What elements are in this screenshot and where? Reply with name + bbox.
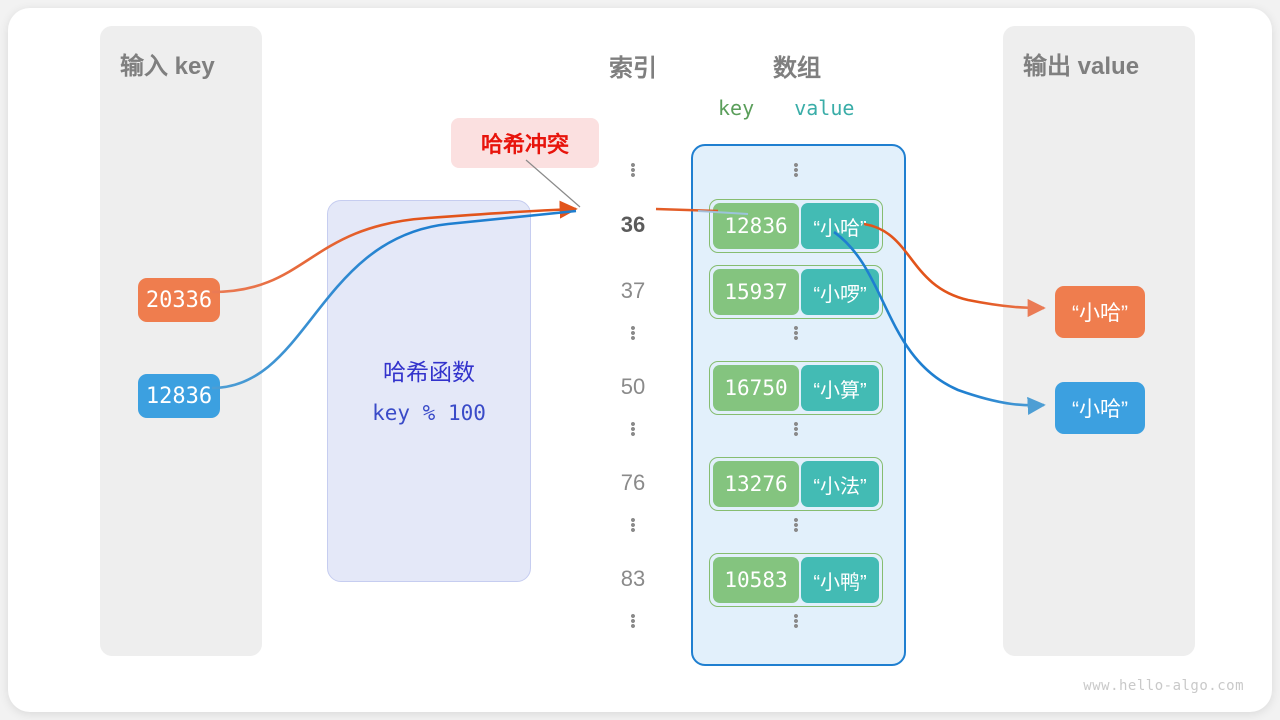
index-label-36: 36 <box>620 212 646 237</box>
array-ellipsis-4: ••• <box>793 608 799 635</box>
index-ellipsis-2: ••• <box>630 416 636 443</box>
bucket-37-key: 15937 <box>713 269 799 315</box>
bucket-76-key: 13276 <box>713 461 799 507</box>
wire-output-blue <box>833 230 1046 415</box>
array-column-header: 数组 <box>773 55 821 82</box>
bucket-76-value: “小法” <box>801 461 879 507</box>
input-key-chip-0[interactable]: 20336 <box>138 278 220 322</box>
array-ellipsis-1: ••• <box>793 320 799 347</box>
wire-input-blue <box>211 209 577 390</box>
connector-wires <box>211 159 1046 415</box>
output-value-panel <box>1003 26 1195 656</box>
index-column-header: 索引 <box>609 55 657 82</box>
index-label-50: 50 <box>620 374 646 399</box>
hash-function-title: 哈希函数 <box>383 359 475 385</box>
bucket-36-value: “小哈” <box>801 203 879 249</box>
index-ellipsis-4: ••• <box>630 608 636 635</box>
bucket-50-value: “小算” <box>801 365 879 411</box>
bucket-50-key: 16750 <box>713 365 799 411</box>
bucket-36[interactable]: 12836 “小哈” <box>709 199 883 253</box>
output-value-panel-title: 输出 value <box>1023 53 1140 80</box>
bucket-83-value: “小鸭” <box>801 557 879 603</box>
bucket-37-value: “小啰” <box>801 269 879 315</box>
wire-collision-leader <box>525 159 581 208</box>
array-ellipsis-2: ••• <box>793 416 799 443</box>
wire-output-orange <box>863 222 1046 318</box>
bucket-36-key: 12836 <box>713 203 799 249</box>
wire-input-orange <box>211 200 578 294</box>
value-header-label: value <box>794 96 855 120</box>
output-value-chip-0[interactable]: “小哈” <box>1055 286 1145 338</box>
bucket-37[interactable]: 15937 “小啰” <box>709 265 883 319</box>
bucket-83[interactable]: 10583 “小鸭” <box>709 553 883 607</box>
index-ellipsis-1: ••• <box>630 320 636 347</box>
bucket-50[interactable]: 16750 “小算” <box>709 361 883 415</box>
key-value-column-header: key value <box>718 96 854 120</box>
index-ellipsis-0: ••• <box>630 157 636 184</box>
hash-function-expression: key % 100 <box>372 401 486 425</box>
input-key-panel <box>100 26 262 656</box>
index-label-83: 83 <box>620 566 646 591</box>
bucket-76[interactable]: 13276 “小法” <box>709 457 883 511</box>
hash-collision-badge: 哈希冲突 <box>451 118 599 168</box>
key-header-label: key <box>718 96 755 120</box>
wire-index-to-bucket-blue <box>697 210 749 215</box>
input-key-panel-title: 输入 key <box>120 53 215 80</box>
index-label-37: 37 <box>620 278 646 303</box>
output-value-chip-1[interactable]: “小哈” <box>1055 382 1145 434</box>
bucket-83-key: 10583 <box>713 557 799 603</box>
array-ellipsis-0: ••• <box>793 157 799 184</box>
index-ellipsis-3: ••• <box>630 512 636 539</box>
index-label-76: 76 <box>620 470 646 495</box>
input-key-chip-1[interactable]: 12836 <box>138 374 220 418</box>
diagram-card: 输入 key 20336 12836 哈希函数 key % 100 哈希冲突 索… <box>8 8 1272 712</box>
array-ellipsis-3: ••• <box>793 512 799 539</box>
watermark: www.hello-algo.com <box>1083 678 1244 694</box>
